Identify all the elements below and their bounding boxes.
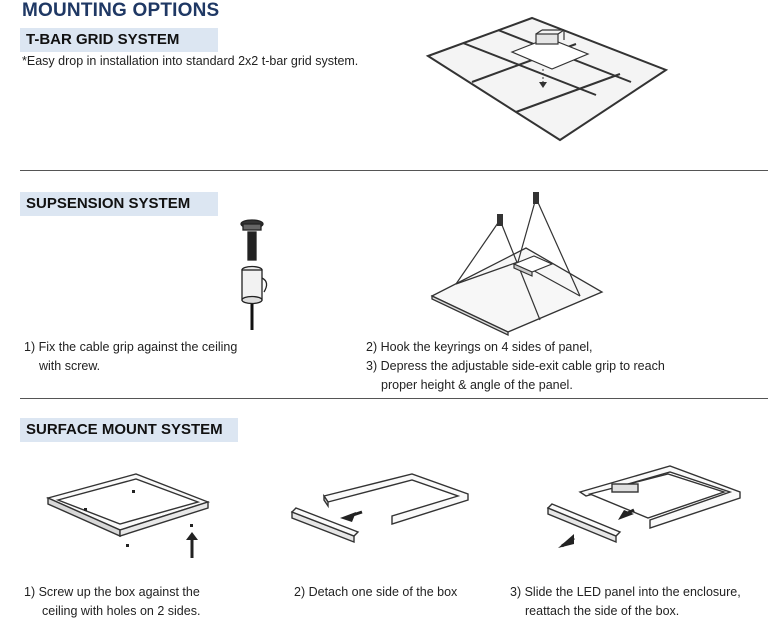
tbar-note: *Easy drop in installation into standard… bbox=[22, 54, 359, 68]
page-title: MOUNTING OPTIONS bbox=[22, 0, 220, 21]
tbar-heading: T-BAR GRID SYSTEM bbox=[20, 28, 218, 52]
suspension-step2: 2) Hook the keyrings on 4 sides of panel… bbox=[366, 340, 593, 354]
detach-side-illustration bbox=[290, 473, 469, 544]
tbar-grid-illustration bbox=[425, 16, 669, 142]
surface-heading: SURFACE MOUNT SYSTEM bbox=[20, 418, 238, 442]
divider-1 bbox=[20, 170, 768, 171]
suspension-step3: 3) Depress the adjustable side-exit cabl… bbox=[366, 359, 665, 373]
suspension-heading: SUPSENSION SYSTEM bbox=[20, 192, 218, 216]
suspended-panel-illustration bbox=[430, 192, 604, 337]
cable-grip-illustration bbox=[240, 219, 268, 330]
surface-box-illustration bbox=[45, 473, 211, 558]
suspension-step1-cont: with screw. bbox=[39, 359, 101, 373]
surface-step3: 3) Slide the LED panel into the enclosur… bbox=[510, 585, 741, 599]
suspension-step1: 1) Fix the cable grip against the ceilin… bbox=[24, 340, 238, 354]
divider-2 bbox=[20, 398, 768, 399]
surface-step1: 1) Screw up the box against the bbox=[24, 585, 200, 599]
slide-panel-illustration bbox=[546, 465, 741, 548]
suspension-step3-cont: proper height & angle of the panel. bbox=[381, 378, 573, 392]
surface-step3-cont: reattach the side of the box. bbox=[525, 604, 680, 618]
surface-step2: 2) Detach one side of the box bbox=[294, 585, 458, 599]
surface-step1-cont: ceiling with holes on 2 sides. bbox=[42, 604, 201, 618]
